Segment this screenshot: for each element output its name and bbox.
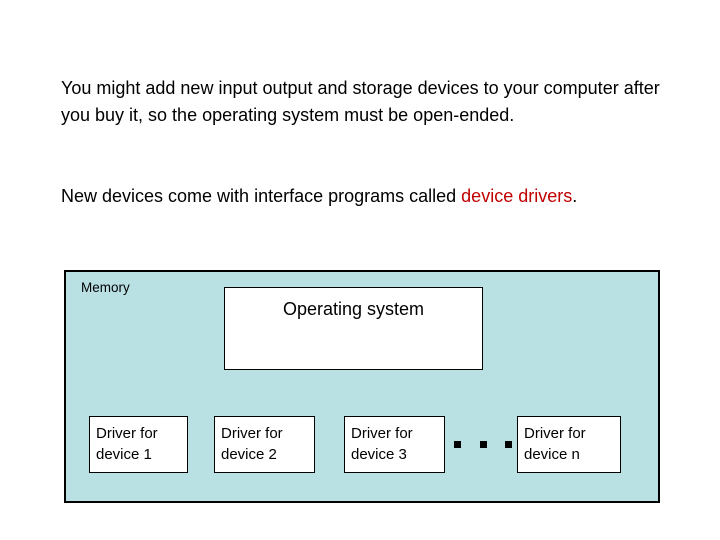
driver-box-device-1: Driver for device 1 [89, 416, 188, 473]
paragraph-trail-text: . [572, 186, 578, 206]
memory-panel: Memory Operating system Driver for devic… [64, 270, 660, 503]
driver-box-label: Driver for device 1 [96, 425, 158, 463]
ellipsis-icon [454, 432, 512, 456]
paragraph-device-drivers: New devices come with interface programs… [61, 183, 671, 210]
operating-system-label: Operating system [282, 299, 425, 319]
paragraph-lead-text: New devices come with interface programs… [61, 186, 462, 206]
paragraph-open-ended: You might add new input output and stora… [61, 78, 665, 125]
memory-label: Memory [81, 280, 130, 295]
ellipsis-dot [505, 440, 512, 448]
device-drivers-term: device drivers [461, 186, 573, 206]
driver-box-device-n: Driver for device n [517, 416, 621, 473]
driver-box-label: Driver for device 2 [221, 425, 283, 463]
driver-box-device-3: Driver for device 3 [344, 416, 445, 473]
driver-box-label: Driver for device n [524, 425, 586, 463]
driver-box-device-2: Driver for device 2 [214, 416, 315, 473]
ellipsis-dot [454, 440, 461, 448]
ellipsis-dot [479, 440, 487, 448]
operating-system-box: Operating system [224, 287, 483, 370]
driver-box-label: Driver for device 3 [351, 425, 413, 463]
